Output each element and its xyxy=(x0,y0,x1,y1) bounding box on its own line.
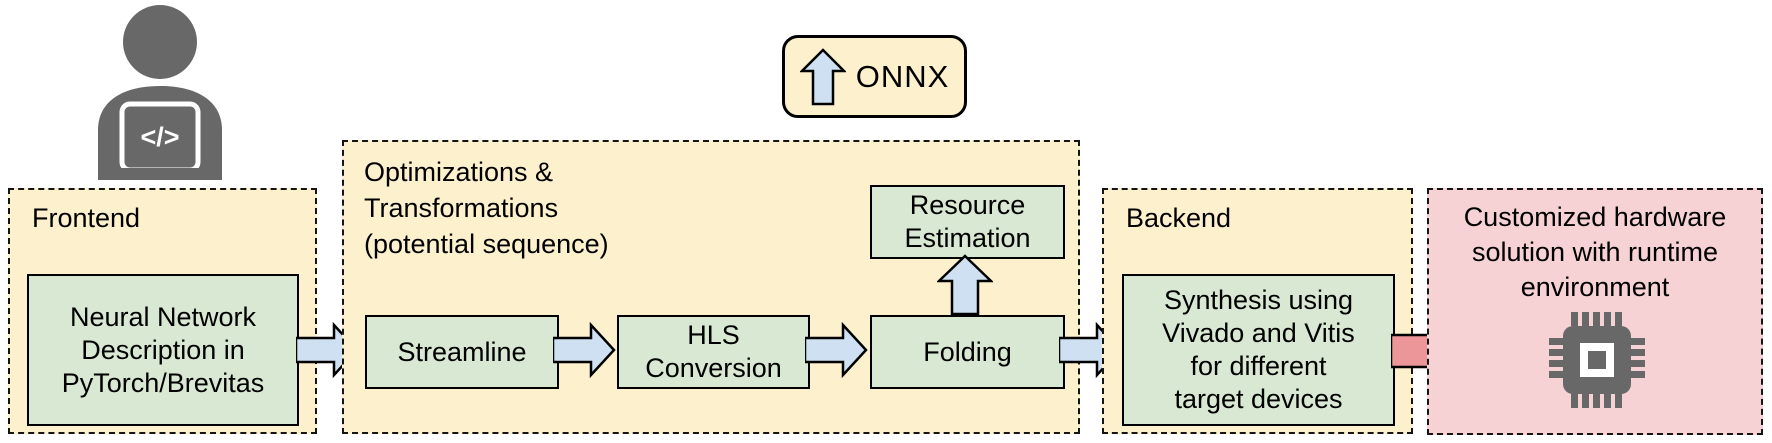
nn-box-line: Neural Network xyxy=(69,301,257,332)
nn-box-line: PyTorch/Brevitas xyxy=(61,367,265,398)
code-glyph: </> xyxy=(140,122,179,152)
frontend-title: Frontend xyxy=(32,203,141,233)
synthesis-line: for different xyxy=(1190,351,1327,381)
onnx-legend-badge: ONNX xyxy=(782,35,967,118)
optimizations-title-line: (potential sequence) xyxy=(364,229,609,259)
backend-title: Backend xyxy=(1126,203,1232,233)
hardware-solution-panel: Customized hardware solution with runtim… xyxy=(1427,188,1763,435)
hardware-solution-line: solution with runtime xyxy=(1471,237,1719,267)
folding-step-box: Folding xyxy=(870,315,1065,389)
hls-conversion-line: HLS xyxy=(687,320,740,350)
hardware-solution-line: environment xyxy=(1520,272,1670,302)
hardware-solution-line: Customized hardware xyxy=(1463,202,1727,232)
folding-label: Folding xyxy=(923,336,1012,367)
person-head xyxy=(123,5,197,79)
onnx-up-arrow-icon xyxy=(799,47,846,105)
synthesis-line: Vivado and Vitis xyxy=(1162,318,1355,348)
developer-at-laptop-icon: </> xyxy=(98,5,222,180)
hls-conversion-step-box: HLS Conversion xyxy=(617,315,810,389)
synthesis-box: Synthesis using Vivado and Vitis for dif… xyxy=(1122,274,1395,426)
resource-estimation-box: Resource Estimation xyxy=(870,185,1065,259)
hardware-solution-text: Customized hardware solution with runtim… xyxy=(1429,200,1761,305)
optimizations-panel: Optimizations & Transformations (potenti… xyxy=(342,140,1080,434)
optimizations-title-line: Optimizations & xyxy=(364,157,554,187)
laptop-base xyxy=(111,168,209,180)
chip-icon xyxy=(1549,312,1645,408)
synthesis-line: target devices xyxy=(1174,384,1343,414)
neural-network-description-box: Neural Network Description in PyTorch/Br… xyxy=(27,274,299,426)
onnx-label: ONNX xyxy=(855,58,950,94)
synthesis-line: Synthesis using xyxy=(1163,285,1354,315)
optimizations-title: Optimizations & Transformations (potenti… xyxy=(364,154,609,262)
flow-arrow-streamline-to-hls xyxy=(553,322,616,378)
optimizations-title-line: Transformations xyxy=(364,193,559,223)
resource-estimation-line: Resource xyxy=(909,190,1026,220)
chip-core xyxy=(1588,351,1606,369)
resource-estimation-line: Estimation xyxy=(904,223,1031,253)
chip-pins xyxy=(1549,312,1645,408)
backend-panel: Backend Synthesis using Vivado and Vitis… xyxy=(1102,188,1413,434)
hls-conversion-line: Conversion xyxy=(645,353,782,383)
nn-box-line: Description in xyxy=(81,334,245,365)
frontend-panel: Frontend Neural Network Description in P… xyxy=(8,188,317,434)
flow-arrow-hls-to-folding xyxy=(805,322,868,378)
streamline-step-box: Streamline xyxy=(365,315,559,389)
streamline-label: Streamline xyxy=(397,336,527,367)
flow-arrow-folding-to-resource-estimation xyxy=(937,254,993,316)
